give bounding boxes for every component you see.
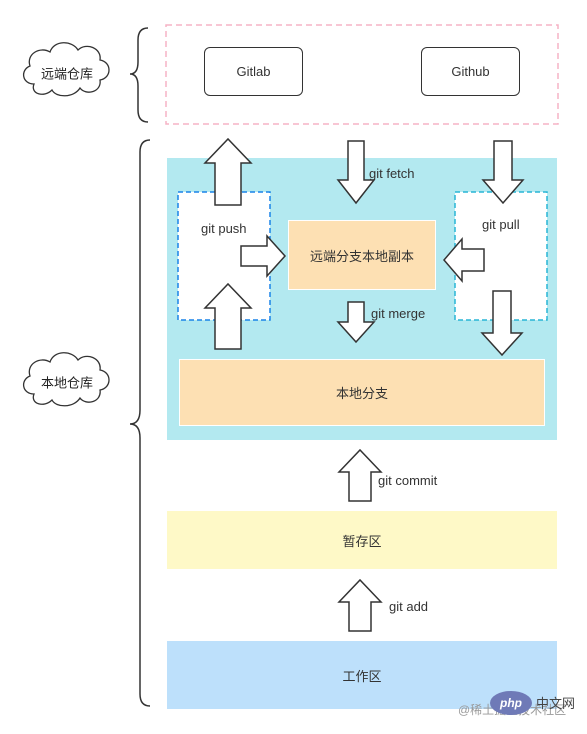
git-commit-label: git commit bbox=[378, 473, 438, 488]
pull-down-arrow-top bbox=[481, 140, 525, 205]
git-pull-label: git pull bbox=[482, 217, 520, 232]
remote-brace bbox=[129, 27, 149, 123]
fetch-down-arrow bbox=[336, 140, 376, 205]
git-push-label: git push bbox=[201, 221, 247, 236]
php-logo-icon: php bbox=[490, 691, 532, 715]
remote-repo-frame bbox=[165, 24, 559, 125]
pull-left-arrow bbox=[443, 236, 485, 284]
local-brace bbox=[129, 139, 151, 707]
local-branch-box: 本地分支 bbox=[179, 359, 545, 426]
remote-repo-label: 远端仓库 bbox=[40, 66, 94, 82]
push-up-arrow-top bbox=[203, 137, 253, 206]
push-up-arrow-bottom bbox=[203, 282, 253, 350]
git-add-label: git add bbox=[389, 599, 429, 614]
local-repo-label: 本地仓库 bbox=[40, 375, 94, 391]
commit-up-arrow bbox=[337, 448, 383, 502]
local-cloud-shape bbox=[23, 352, 110, 407]
gitlab-box: Gitlab bbox=[204, 47, 303, 96]
git-merge-label: git merge bbox=[371, 306, 426, 321]
watermark-site: 中文网 bbox=[536, 696, 576, 711]
workspace-label: 工作区 bbox=[342, 668, 382, 684]
git-fetch-label: git fetch bbox=[369, 166, 415, 181]
staging-label: 暂存区 bbox=[342, 533, 382, 549]
github-box: Github bbox=[421, 47, 520, 96]
remote-cloud-shape bbox=[23, 42, 110, 97]
staging-area-box bbox=[167, 511, 557, 569]
add-up-arrow bbox=[337, 578, 383, 632]
remote-copy-box: 远端分支本地副本 bbox=[288, 220, 436, 290]
merge-down-arrow bbox=[336, 301, 376, 344]
pull-down-arrow-bottom bbox=[480, 290, 524, 357]
push-right-arrow bbox=[240, 234, 287, 278]
